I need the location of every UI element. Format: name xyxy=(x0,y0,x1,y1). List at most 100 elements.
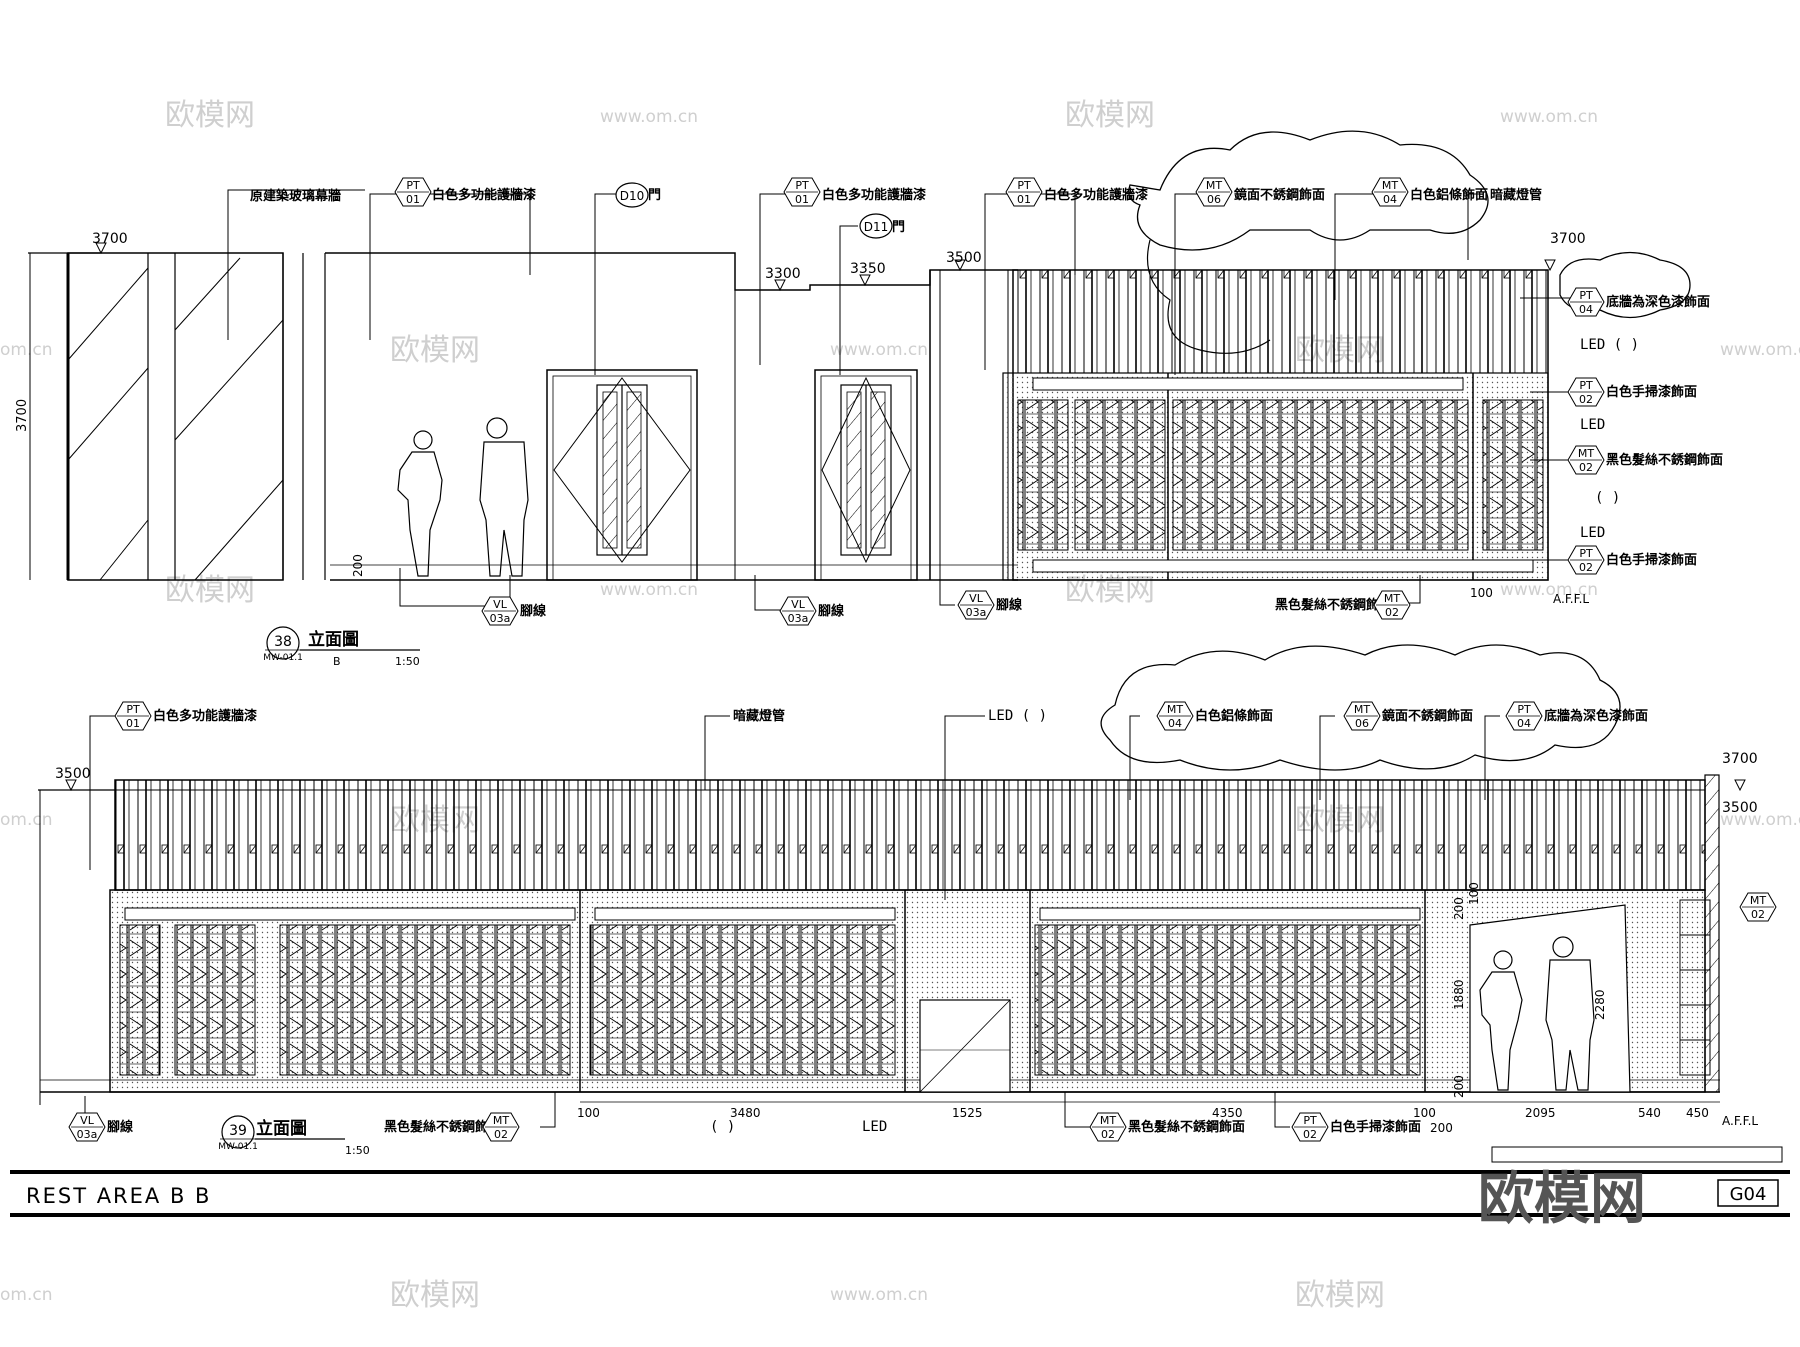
leader-line xyxy=(89,715,115,870)
dimension-label: 540 xyxy=(1638,1106,1661,1120)
material-note: 黑色髮絲不銹鋼飾面 xyxy=(1128,1119,1245,1135)
elev39-title: 39 MW-01.1 立面圖 1:50 xyxy=(218,1115,370,1157)
material-note: 白色手掃漆飾面 xyxy=(1330,1119,1421,1135)
tag-code: PT xyxy=(1579,379,1593,392)
tag-sub: 01 xyxy=(406,193,420,206)
watermark-url: www.om.cn xyxy=(1500,107,1598,127)
tag-sub: 02 xyxy=(1579,561,1593,574)
material-note: 白色多功能護牆漆 xyxy=(432,187,536,203)
leader-line xyxy=(944,715,985,900)
tag-sub: 04 xyxy=(1383,193,1397,206)
tag-sub: 03a xyxy=(966,606,987,619)
view-title: 立面圖 xyxy=(308,629,359,650)
elev38-title: 38 MW-01.1 立面圖 B 1:50 xyxy=(263,626,420,668)
tag-code: PT xyxy=(406,179,420,192)
dimension-label: 1525 xyxy=(952,1106,983,1120)
led-note: LED ( ) xyxy=(988,708,1047,724)
leader-line xyxy=(1334,193,1390,300)
elev39-top-notes: PT 01 白色多功能護牆漆 暗藏燈管 LED ( ) MT 04 白色鋁條飾面… xyxy=(114,701,1777,922)
level-marker xyxy=(954,259,966,272)
human-silhouette-male xyxy=(479,417,529,577)
material-note: 黑色髮絲不銹鋼飾面 xyxy=(1606,452,1723,468)
tag-code: MT xyxy=(1100,1114,1116,1127)
tag-code: MT xyxy=(1382,179,1398,192)
door-d10 xyxy=(546,369,698,581)
glass-hatch xyxy=(67,367,149,461)
material-tag-mt02: MT 02 xyxy=(1739,892,1777,922)
leader-line xyxy=(227,189,365,340)
dimension-label: 1880 xyxy=(1452,979,1466,1010)
watermark-url: www.om.cn xyxy=(1720,810,1800,830)
human-silhouette-male xyxy=(1545,936,1595,1091)
tag-sub: 06 xyxy=(1207,193,1221,206)
tag-code: VL xyxy=(493,598,508,611)
material-note: 腳線 xyxy=(107,1119,134,1135)
material-note: 白色鋁條飾面 xyxy=(1195,708,1273,724)
tag-sub: 03a xyxy=(77,1128,98,1141)
title-block: REST AREA B B 欧模网 G04 xyxy=(10,1146,1790,1232)
afl-label: A.F.F.L xyxy=(1553,592,1589,606)
led-note: LED ( ) xyxy=(1580,337,1639,353)
elevation-39: 3500 xyxy=(38,644,1758,1128)
material-tag-pt01: PT 01 xyxy=(783,177,821,207)
leader-line xyxy=(1129,715,1140,800)
material-tag-vl03a: VL 03a xyxy=(957,590,995,620)
material-note: 腳線 xyxy=(818,603,845,619)
tag-sub: 03a xyxy=(490,612,511,625)
material-note: 腳線 xyxy=(520,603,547,619)
level-label: 3700 xyxy=(92,231,128,247)
sheet-title: REST AREA B B xyxy=(26,1184,211,1208)
material-tag-mt06: MT 06 xyxy=(1343,701,1381,731)
material-tag-mt04: MT 04 xyxy=(1371,177,1409,207)
human-silhouette-female xyxy=(1479,950,1523,1091)
level-label: 3700 xyxy=(1722,751,1758,767)
led-shelf xyxy=(594,907,896,921)
level-marker xyxy=(65,779,77,792)
watermark-brand: 欧模网 xyxy=(1295,1278,1385,1313)
led-shelf xyxy=(1039,907,1421,921)
tag-code: D11 xyxy=(864,220,889,234)
dimension-label: 3700 xyxy=(15,399,30,432)
material-tag-pt01: PT 01 xyxy=(394,177,432,207)
material-note: 白色多功能護牆漆 xyxy=(153,708,257,724)
tag-sub: 02 xyxy=(1579,461,1593,474)
tag-code: MT xyxy=(1206,179,1222,192)
material-note: 白色多功能護牆漆 xyxy=(1044,187,1148,203)
tag-code: PT xyxy=(126,703,140,716)
watermark-url: www.om.cn xyxy=(600,107,698,127)
tag-code: PT xyxy=(1579,547,1593,560)
door-note: 門 xyxy=(648,188,661,203)
tag-code: MT xyxy=(493,1114,509,1127)
end-wall-hatch xyxy=(1704,774,1720,1093)
elev38-right-notes: PT 04 底牆為深色漆飾面 LED ( ) PT 02 白色手掃漆飾面 LED… xyxy=(1567,287,1723,575)
material-tag-pt01: PT 01 xyxy=(114,701,152,731)
level-label: 3700 xyxy=(1550,231,1586,247)
view-number: 38 xyxy=(274,634,292,650)
tag-code: PT xyxy=(1517,703,1531,716)
level-label: 3500 xyxy=(1722,800,1758,816)
material-tag-pt01: PT 01 xyxy=(1005,177,1043,207)
dimension-label: 100 xyxy=(1467,882,1481,905)
tag-code: VL xyxy=(791,598,806,611)
material-note: 鏡面不銹鋼飾面 xyxy=(1382,708,1473,724)
elev39-dimensions: 100 3480 1525 4350 100 2095 540 450 200 … xyxy=(577,882,1709,1135)
tag-code: MT xyxy=(1167,703,1183,716)
dimension-label: 100 xyxy=(577,1106,600,1120)
door-note: 門 xyxy=(892,220,905,235)
view-title: 立面圖 xyxy=(256,1118,307,1139)
dimension-label: 450 xyxy=(1686,1106,1709,1120)
material-note: 原建築玻璃幕牆 xyxy=(250,188,341,204)
watermark-layer: 欧模网 www.om.cn 欧模网 www.om.cn om.cn 欧模网 ww… xyxy=(0,98,1800,1313)
tag-sub: 04 xyxy=(1579,303,1593,316)
material-tag-pt02: PT 02 xyxy=(1567,545,1605,575)
leader-line xyxy=(540,1092,556,1128)
material-tag-mt04: MT 04 xyxy=(1156,701,1194,731)
watermark-url: www.om.cn xyxy=(830,340,928,360)
level-label: 3300 xyxy=(765,266,801,282)
material-tag-mt02: MT 02 xyxy=(482,1112,520,1142)
material-note: 腳線 xyxy=(996,597,1023,613)
watermark-url: www.om.cn xyxy=(830,1285,928,1305)
level-marker xyxy=(774,279,786,292)
tag-sub: 02 xyxy=(1579,393,1593,406)
tag-code: PT xyxy=(1303,1114,1317,1127)
